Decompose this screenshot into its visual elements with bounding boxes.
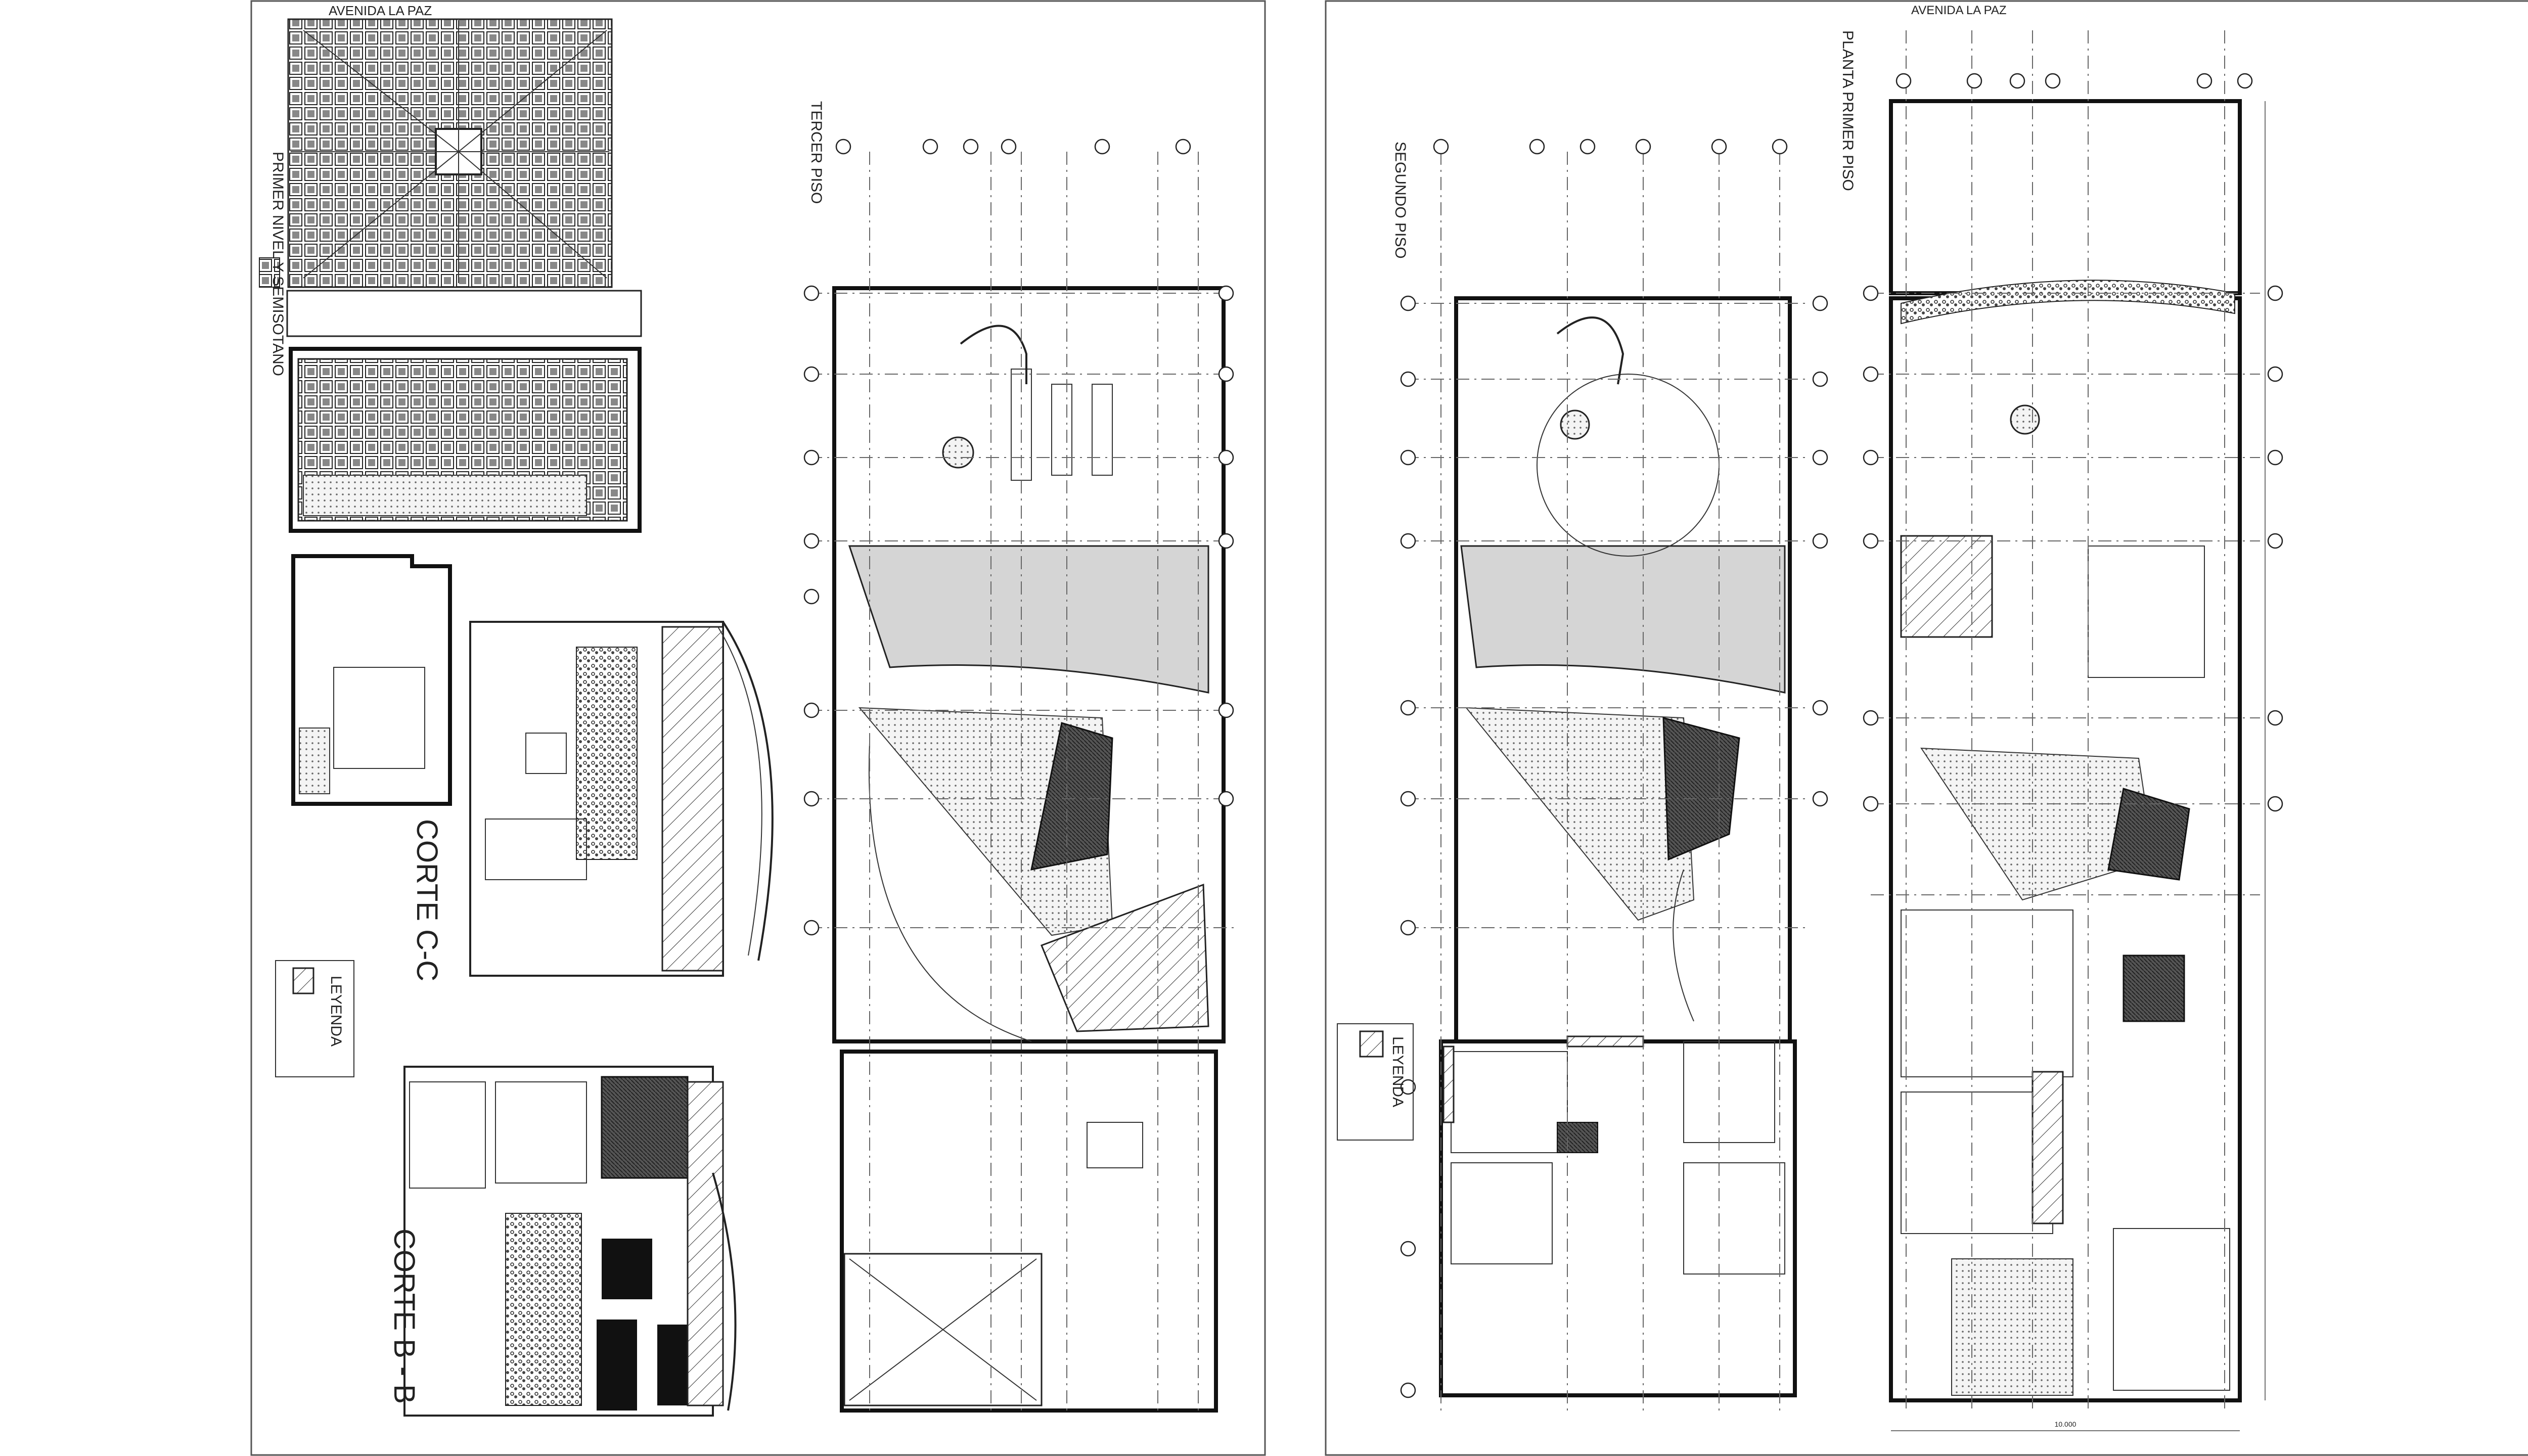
segundo-column-bubbles [1433,139,1788,155]
primer-tiled-bath [1951,1258,2073,1396]
primer-dark-stair [2107,788,2190,881]
corte-bb-section: CORTE B - B [388,1066,737,1417]
primer-bottom-dimension: 10.000 [2055,1420,2076,1428]
primer-dormitorio-1 [1901,909,2073,1077]
radial-lines [291,20,609,283]
tercer-dark-stair [1030,722,1113,871]
segundo-dark-stair [1662,717,1740,861]
service-block-walls [291,554,452,806]
left-legend: LEYENDA [275,960,354,1077]
corte-cc-title: CORTE C-C [411,819,443,981]
segundo-column [1560,410,1590,440]
bb-curved-facade [712,1172,737,1411]
bb-planting [505,1213,582,1406]
bb-solid-block-3 [657,1325,693,1405]
primer-row-bubbles [1863,285,2283,812]
primer-nivel-plan: PRIMER NIVEL Y SEMISOTANO AVENIDA LA PAZ [259,3,642,806]
bb-solid-block-2 [597,1320,637,1410]
tercer-bench-3 [1092,384,1113,476]
tercer-row-bubbles [803,285,1234,936]
primer-nivel-title: PRIMER NIVEL Y SEMISOTANO [269,152,286,376]
right-legend-swatch [1359,1030,1384,1058]
left-sheet: PRIMER NIVEL Y SEMISOTANO AVENIDA LA PAZ… [250,0,1266,1456]
cc-curved-facade-inner [717,626,762,956]
tercer-hatched-roof [1041,883,1209,1032]
cc-hatched-wall [661,626,724,972]
tercer-spiral-stair [960,325,1027,384]
segundo-spiral-stair [1556,316,1624,385]
segundo-piso-plan: SEGUNDO PISO [1392,139,1828,1410]
segundo-grid-axes [1406,152,1805,1410]
primer-column-bubbles [1895,73,2253,89]
primer-grid-axes [1871,30,2260,1410]
primer-dimension-lines [1891,101,2266,1431]
primer-dormitorio-3 [2113,1228,2230,1391]
tercer-piso-title: TERCER PISO [808,101,825,204]
segundo-hatch-1 [1442,1045,1455,1123]
bb-dark-room [601,1076,689,1179]
cc-window [525,733,567,774]
tercer-roof-lines [849,1258,1037,1401]
cc-curved-facade [722,621,774,961]
primer-bath-core [2123,954,2185,1022]
segundo-hatch-2 [1566,1035,1644,1048]
tercer-skylight [1087,1122,1143,1168]
right-street-label: AVENIDA LA PAZ [1911,4,2007,17]
bb-hatched-wall [687,1081,724,1406]
tercer-column [942,436,974,469]
segundo-curve [1673,869,1694,1022]
left-legend-swatch [292,967,314,994]
cc-lower-room [485,818,587,880]
left-street-label: AVENIDA LA PAZ [329,3,432,18]
semisotano-paving [303,475,587,516]
small-tile-swatch [259,257,280,288]
tercer-outline [832,286,1226,1043]
tercer-piso-plan: TERCER PISO [803,101,1234,1413]
bb-upper-mid-room [495,1081,587,1184]
left-legend-title: LEYENDA [328,976,344,1046]
segundo-room-b [1683,1041,1775,1143]
semisotano-walls [289,347,642,533]
tercer-lower-room [840,1050,1218,1413]
street-strip [286,290,642,337]
planta-primer-piso-title: PLANTA PRIMER PISO [1839,30,1856,191]
segundo-piso-title: SEGUNDO PISO [1392,142,1409,259]
primer-garden-strip [1901,280,2235,325]
right-sheet: SEGUNDO PISO [1325,0,2528,1456]
primer-hatched-wall [2032,1071,2064,1224]
segundo-terrace [1460,545,1786,694]
segundo-room-c [1683,1162,1785,1275]
tercer-terrace-area [848,545,1209,694]
right-legend-title: LEYENDA [1389,1036,1406,1107]
corte-cc-section: CORTE C-C [411,621,774,981]
cc-planting [576,647,638,860]
bb-upper-left-room [409,1081,486,1189]
segundo-row-bubbles [1400,295,1828,1398]
service-room [333,667,425,769]
segundo-room-d [1451,1162,1553,1264]
tercer-lower-hatch-outline [843,1253,1043,1406]
tercer-bench-2 [1051,384,1072,476]
corte-bb-title: CORTE B - B [388,1228,421,1404]
primer-column [2010,404,2040,435]
segundo-dark-core [1557,1122,1598,1153]
bb-solid-block-1 [602,1239,652,1299]
tercer-column-bubbles [835,139,1191,155]
segundo-courtyard [1465,707,1695,921]
right-legend: LEYENDA [1337,1023,1414,1141]
primer-kitchen-block [1900,535,1993,638]
tercer-curve [868,743,1032,1042]
service-stair [299,727,330,794]
planta-primer-piso-plan: PLANTA PRIMER PISO AVENIDA LA PAZ [1839,4,2283,1431]
left-legend-box [275,960,354,1077]
right-legend-box [1337,1023,1414,1141]
tercer-grid-axes [809,152,1234,1410]
